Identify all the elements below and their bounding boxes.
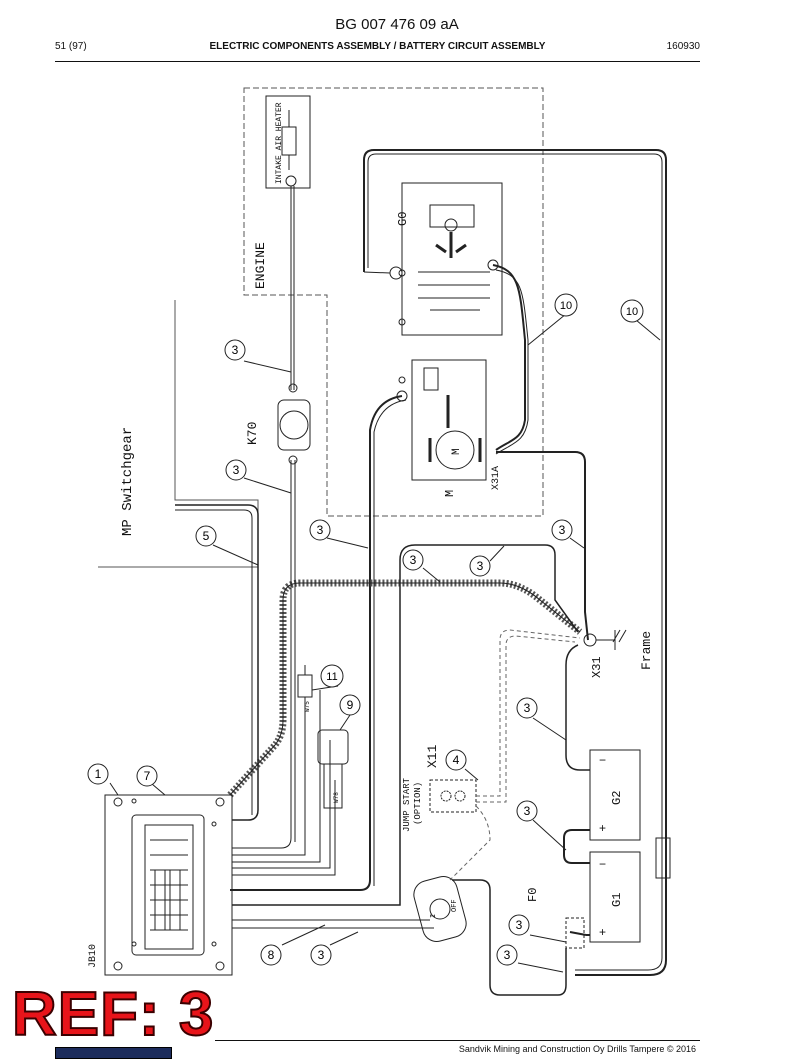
k70-label: K70	[245, 422, 260, 445]
svg-text:3: 3	[410, 553, 417, 567]
w75-label: W75	[304, 701, 311, 712]
switch-i-label: I	[430, 914, 438, 918]
switch-off-label: OFF	[451, 899, 459, 912]
callout-3j: 3	[496, 944, 518, 966]
callout-3e: 3	[469, 555, 491, 577]
k70-relay	[277, 399, 311, 451]
footer-copyright: Sandvik Mining and Construction Oy Drill…	[458, 1044, 696, 1054]
svg-text:3: 3	[232, 343, 239, 357]
x11-label: X11	[425, 744, 440, 768]
frame-label: Frame	[639, 631, 654, 670]
callout-3k: 3	[310, 944, 332, 966]
page-title: ELECTRIC COMPONENTS ASSEMBLY / BATTERY C…	[209, 41, 546, 52]
callout-3d: 3	[551, 519, 573, 541]
svg-text:9: 9	[347, 698, 354, 712]
svg-text:3: 3	[524, 701, 531, 715]
callout-7: 7	[136, 765, 158, 787]
connector-w75	[297, 674, 313, 698]
junction-box-jb10	[104, 794, 233, 976]
x31a-label: X31A	[491, 466, 502, 490]
option-label: (OPTION)	[413, 782, 423, 825]
footer-divider	[215, 1040, 700, 1041]
svg-text:3: 3	[504, 948, 511, 962]
svg-text:3: 3	[233, 463, 240, 477]
generator-g0	[401, 182, 503, 336]
jb10-label: JB10	[88, 944, 99, 968]
g2-plus: +	[599, 821, 606, 835]
document-number: BG 007 476 09 aA	[335, 16, 459, 33]
mp-switchgear-outline	[98, 300, 259, 568]
callout-10a: 10	[554, 293, 578, 317]
x31-label: X31	[590, 656, 604, 678]
svg-text:4: 4	[453, 753, 460, 767]
g2-minus: −	[599, 753, 606, 767]
svg-text:1: 1	[95, 767, 102, 781]
intake-air-heater-box	[265, 95, 311, 189]
svg-text:3: 3	[318, 948, 325, 962]
page-number: 51 (97)	[55, 41, 87, 52]
callout-3g: 3	[516, 697, 538, 719]
header-divider	[55, 61, 700, 62]
callout-10b: 10	[620, 299, 644, 323]
svg-text:3: 3	[477, 559, 484, 573]
g0-label: G0	[396, 212, 410, 226]
main-switch	[413, 876, 467, 942]
callout-3f: 3	[402, 549, 424, 571]
mp-switchgear-label: MP Switchgear	[120, 427, 136, 536]
callout-9: 9	[339, 694, 361, 716]
svg-text:10: 10	[626, 306, 638, 318]
motor-symbol: M	[451, 448, 463, 455]
intake-air-heater-label: INTAKE AIR HEATER	[275, 102, 284, 184]
frame-ground-x31	[583, 633, 597, 647]
callout-3i: 3	[508, 914, 530, 936]
svg-text:5: 5	[203, 529, 210, 543]
callout-3b: 3	[225, 459, 247, 481]
g2-label: G2	[610, 791, 624, 805]
battery-g1	[589, 851, 641, 943]
callout-3c: 3	[309, 519, 331, 541]
svg-text:7: 7	[144, 769, 151, 783]
f0-label: F0	[526, 888, 540, 902]
w78-label: W78	[333, 792, 340, 803]
svg-text:3: 3	[524, 804, 531, 818]
callout-8: 8	[260, 944, 282, 966]
svg-text:3: 3	[317, 523, 324, 537]
svg-text:11: 11	[326, 671, 337, 683]
callouts: 1 7 5 3 3 3 3 3 3 10 10 11 9 4 3 3 3 3 8…	[87, 293, 644, 966]
ref-stamp: REF: 3	[11, 980, 215, 1049]
callout-3h: 3	[516, 800, 538, 822]
svg-text:8: 8	[268, 948, 275, 962]
battery-g2	[589, 749, 641, 841]
g1-plus: +	[599, 925, 606, 939]
revision-date: 160930	[666, 41, 700, 52]
callout-11: 11	[320, 664, 344, 688]
svg-text:3: 3	[559, 523, 566, 537]
jump-start-label: JUMP START	[402, 777, 412, 832]
connector-w78	[317, 729, 349, 765]
starter-motor	[411, 359, 487, 481]
callout-5: 5	[195, 525, 217, 547]
svg-text:3: 3	[516, 918, 523, 932]
g1-minus: −	[599, 857, 606, 871]
callout-4: 4	[445, 749, 467, 771]
engine-label: ENGINE	[253, 242, 268, 289]
jump-start-socket	[429, 779, 477, 813]
engine-zone-outline	[243, 87, 544, 517]
fuse-f0	[565, 917, 585, 949]
motor-m-label: M	[443, 490, 457, 497]
callout-1: 1	[87, 763, 109, 785]
g1-label: G1	[610, 893, 624, 907]
sandvik-logo	[55, 1047, 172, 1059]
callout-3a: 3	[224, 339, 246, 361]
svg-text:10: 10	[560, 300, 572, 312]
